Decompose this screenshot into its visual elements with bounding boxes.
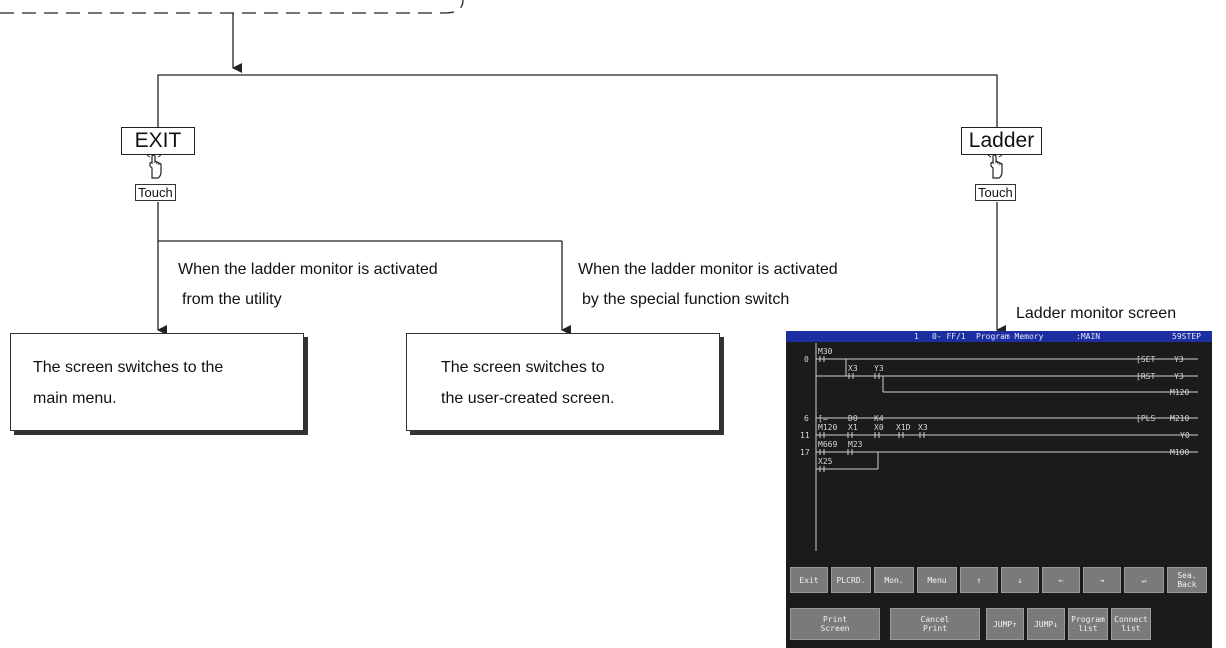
cursor-down-button[interactable]: ↓ — [1001, 567, 1039, 593]
enter-button[interactable]: ↵ — [1124, 567, 1164, 593]
result-main-menu-box: The screen switches to the main menu. — [10, 333, 304, 431]
previous-step-bracket — [0, 0, 464, 14]
branch-switch-caption: When the ladder monitor is activated — [578, 261, 838, 278]
step-number: 17 — [800, 448, 810, 457]
monitor-header-bar: 1 0- FF/1 Program Memory :MAIN 59STEP — [786, 331, 1212, 342]
contact-label: K4 — [874, 414, 884, 423]
touch-hand-icon — [146, 154, 162, 179]
compare-op: [= — [818, 414, 828, 423]
header-station: 1 — [914, 332, 919, 341]
contact-label: X3 — [918, 423, 928, 432]
contact-label: M30 — [818, 347, 833, 356]
connect-list-button[interactable]: Connect list — [1111, 608, 1151, 640]
jump-down-button[interactable]: JUMP↓ — [1027, 608, 1065, 640]
ladder-monitor-screen: 1 0- FF/1 Program Memory :MAIN 59STEP — [786, 331, 1212, 648]
branch-utility-caption: When the ladder monitor is activated — [178, 261, 438, 278]
result-text: the user-created screen. — [441, 390, 615, 407]
contact-label: M669 — [818, 440, 838, 449]
step-number: 11 — [800, 431, 810, 440]
contact-label: M120 — [818, 423, 838, 432]
print-screen-button[interactable]: Print Screen — [790, 608, 880, 640]
search-back-button[interactable]: Sea. Back — [1167, 567, 1207, 593]
result-text: The screen switches to — [441, 359, 605, 376]
instruction-op: [PLS — [1136, 414, 1156, 423]
touch-label-exit: Touch — [135, 184, 176, 201]
cursor-up-button[interactable]: ↑ — [960, 567, 998, 593]
result-text: main menu. — [33, 390, 117, 407]
header-memory: Program Memory — [976, 332, 1044, 341]
instruction-op: [RST — [1136, 372, 1156, 381]
contact-label: D0 — [848, 414, 858, 423]
header-program: :MAIN — [1076, 332, 1101, 341]
ladder-monitor-caption: Ladder monitor screen — [1016, 305, 1177, 322]
contact-label: M23 — [848, 440, 863, 449]
result-text: The screen switches to the — [33, 359, 224, 376]
instruction-op: [SET — [1136, 355, 1156, 364]
split-line — [157, 74, 998, 133]
exit-button[interactable]: Exit — [790, 567, 828, 593]
instruction-device: Y3 — [1174, 355, 1184, 364]
menu-button[interactable]: Menu — [917, 567, 957, 593]
coil-device: Y0 — [1180, 431, 1190, 440]
step-number: 6 — [804, 414, 809, 423]
branch-utility-caption: from the utility — [182, 291, 282, 308]
program-list-button[interactable]: Program list — [1068, 608, 1108, 640]
step-number: 0 — [804, 355, 809, 364]
instruction-device: Y3 — [1174, 372, 1184, 381]
ladder-key[interactable]: Ladder — [961, 127, 1042, 155]
result-user-screen-box: The screen switches to the user-created … — [406, 333, 720, 431]
plcrd-button[interactable]: PLCRD. — [831, 567, 871, 593]
touch-label-ladder: Touch — [975, 184, 1016, 201]
contact-label: X25 — [818, 457, 833, 466]
coil-device: M100 — [1170, 448, 1190, 457]
cursor-left-button[interactable]: ← — [1042, 567, 1080, 593]
instruction-device: M210 — [1170, 414, 1190, 423]
cursor-right-button[interactable]: → — [1083, 567, 1121, 593]
contact-label: X0 — [874, 423, 884, 432]
branch-switch-caption: by the special function switch — [582, 291, 790, 308]
contact-label: X1 — [848, 423, 858, 432]
cancel-print-button[interactable]: Cancel Print — [890, 608, 980, 640]
contact-label: X1D — [896, 423, 911, 432]
exit-key[interactable]: EXIT — [121, 127, 195, 155]
ladder-diagram — [815, 343, 1198, 551]
coil-device: M120 — [1170, 388, 1190, 397]
header-network: 0- FF/1 — [932, 332, 966, 341]
touch-hand-icon — [987, 154, 1003, 179]
header-steps: 59STEP — [1172, 332, 1201, 341]
jump-up-button[interactable]: JUMP↑ — [986, 608, 1024, 640]
contact-label: X3 — [848, 364, 858, 373]
monitor-button[interactable]: Mon. — [874, 567, 914, 593]
contact-label: Y3 — [874, 364, 884, 373]
